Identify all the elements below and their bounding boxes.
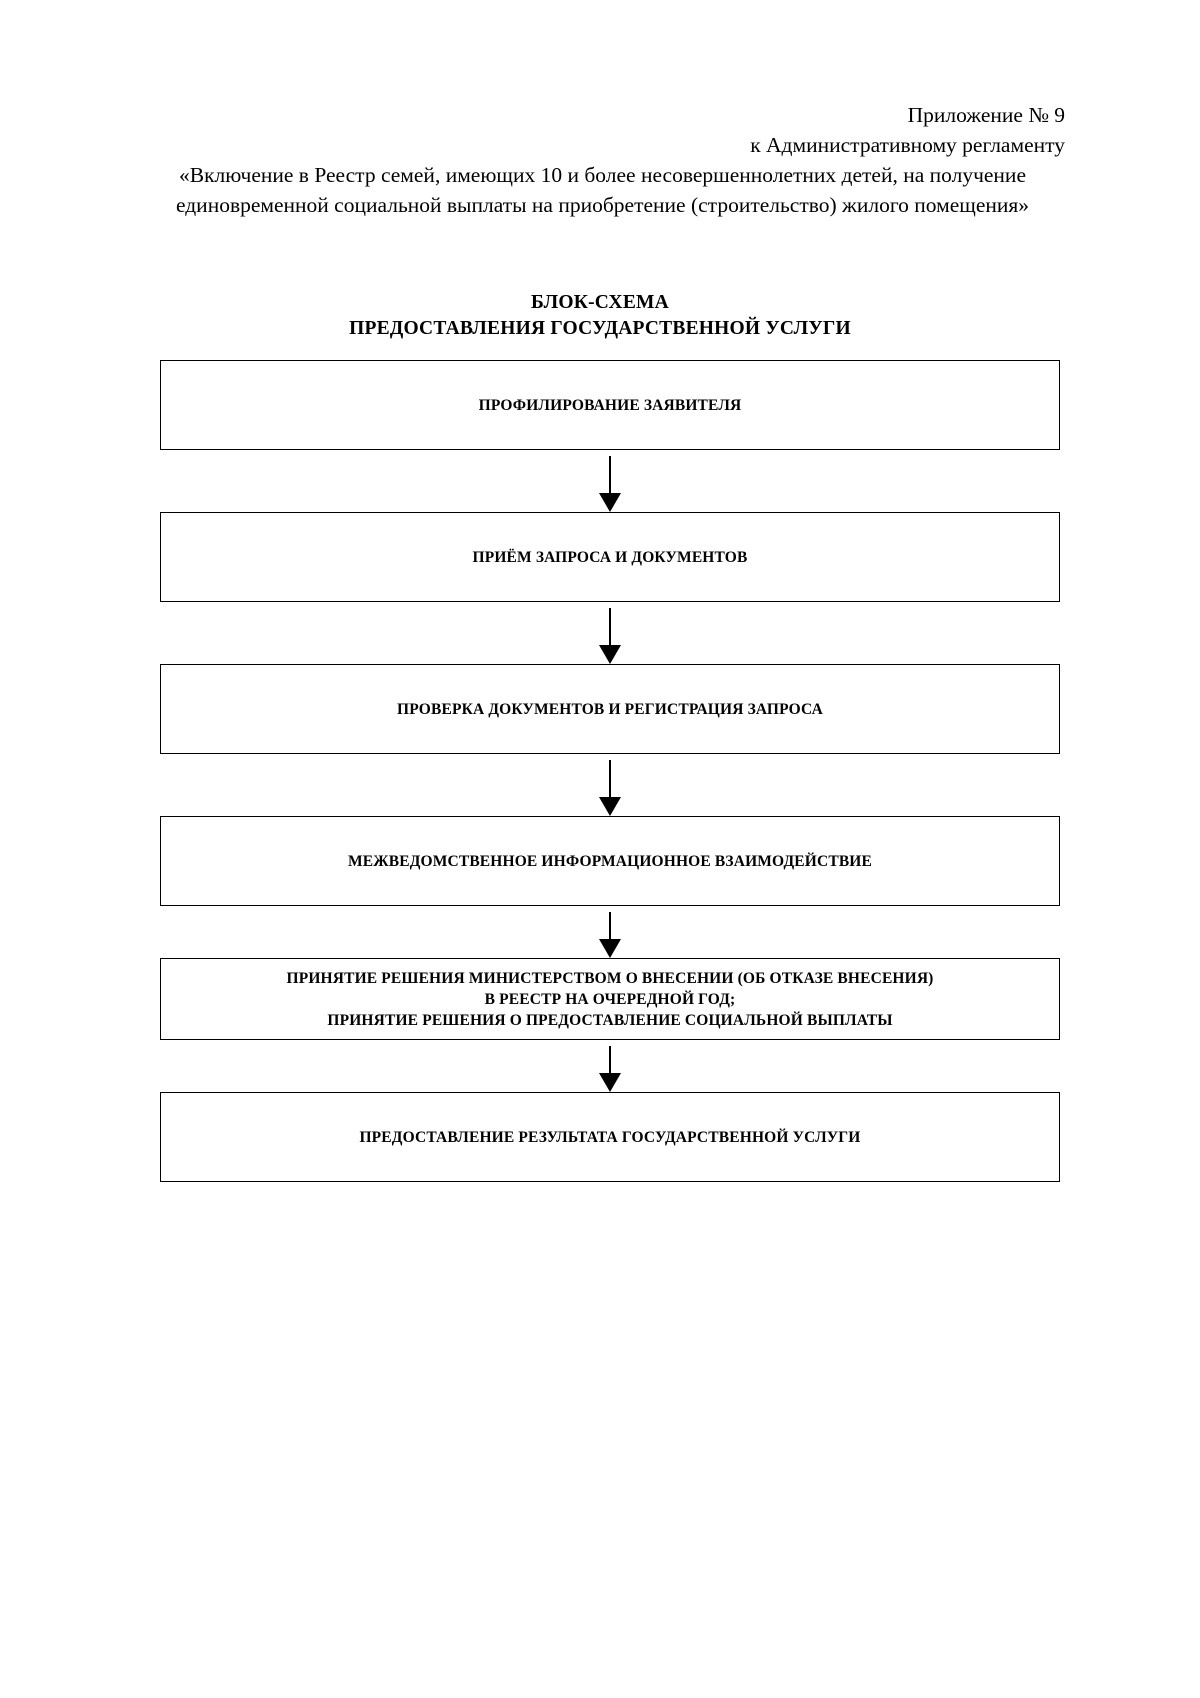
flow-node-line: ПРЕДОСТАВЛЕНИЕ РЕЗУЛЬТАТА ГОСУДАРСТВЕННО… <box>359 1128 861 1146</box>
arrow-down-icon <box>599 1073 621 1092</box>
document-header: Приложение № 9 к Административному регла… <box>140 100 1065 220</box>
arrow-down-icon <box>599 493 621 512</box>
appendix-number: Приложение № 9 <box>907 103 1065 127</box>
flow-node-intake: ПРИЁМ ЗАПРОСА И ДОКУМЕНТОВ <box>160 512 1060 602</box>
flow-node-line: ПРИЁМ ЗАПРОСА И ДОКУМЕНТОВ <box>472 548 748 566</box>
arrow-down-icon <box>599 939 621 958</box>
flowchart: ПРОФИЛИРОВАНИЕ ЗАЯВИТЕЛЯ ПРИЁМ ЗАПРОСА И… <box>160 360 1060 1182</box>
arrow-shaft <box>608 608 612 647</box>
arrow-shaft <box>608 912 612 941</box>
regulation-reference: к Административному регламенту <box>750 133 1065 157</box>
flow-node-line: ПРИНЯТИЕ РЕШЕНИЯ МИНИСТЕРСТВОМ О ВНЕСЕНИ… <box>286 969 934 987</box>
flow-node-interagency: МЕЖВЕДОМСТВЕННОЕ ИНФОРМАЦИОННОЕ ВЗАИМОДЕ… <box>160 816 1060 906</box>
flow-node-result: ПРЕДОСТАВЛЕНИЕ РЕЗУЛЬТАТА ГОСУДАРСТВЕННО… <box>160 1092 1060 1182</box>
flow-node-label: ПРЕДОСТАВЛЕНИЕ РЕЗУЛЬТАТА ГОСУДАРСТВЕННО… <box>175 1127 1045 1148</box>
flow-node-label: МЕЖВЕДОМСТВЕННОЕ ИНФОРМАЦИОННОЕ ВЗАИМОДЕ… <box>175 851 1045 872</box>
flow-node-label: ПРОВЕРКА ДОКУМЕНТОВ И РЕГИСТРАЦИЯ ЗАПРОС… <box>175 699 1045 720</box>
flow-node-label: ПРОФИЛИРОВАНИЕ ЗАЯВИТЕЛЯ <box>175 395 1045 416</box>
arrow-shaft <box>608 1046 612 1075</box>
flow-node-label: ПРИЁМ ЗАПРОСА И ДОКУМЕНТОВ <box>175 547 1045 568</box>
flow-arrow-2-to-3 <box>160 602 1060 664</box>
page-title-line-1: БЛОК-СХЕМА <box>531 292 669 313</box>
flow-node-profiling: ПРОФИЛИРОВАНИЕ ЗАЯВИТЕЛЯ <box>160 360 1060 450</box>
arrow-shaft <box>608 456 612 495</box>
page-title: БЛОК-СХЕМА ПРЕДОСТАВЛЕНИЯ ГОСУДАРСТВЕННО… <box>0 290 1200 342</box>
flow-arrow-1-to-2 <box>160 450 1060 512</box>
flow-node-verification: ПРОВЕРКА ДОКУМЕНТОВ И РЕГИСТРАЦИЯ ЗАПРОС… <box>160 664 1060 754</box>
flow-node-decision: ПРИНЯТИЕ РЕШЕНИЯ МИНИСТЕРСТВОМ О ВНЕСЕНИ… <box>160 958 1060 1040</box>
flow-arrow-3-to-4 <box>160 754 1060 816</box>
flow-node-label: ПРИНЯТИЕ РЕШЕНИЯ МИНИСТЕРСТВОМ О ВНЕСЕНИ… <box>175 968 1045 1031</box>
flow-arrow-4-to-5 <box>160 906 1060 958</box>
page-title-line-2: ПРЕДОСТАВЛЕНИЯ ГОСУДАРСТВЕННОЙ УСЛУГИ <box>349 318 851 339</box>
arrow-down-icon <box>599 645 621 664</box>
flow-node-line: В РЕЕСТР НА ОЧЕРЕДНОЙ ГОД; <box>484 990 736 1008</box>
flow-node-line: ПРОВЕРКА ДОКУМЕНТОВ И РЕГИСТРАЦИЯ ЗАПРОС… <box>397 700 823 718</box>
arrow-down-icon <box>599 797 621 816</box>
arrow-shaft <box>608 760 612 799</box>
flow-node-line: ПРИНЯТИЕ РЕШЕНИЯ О ПРЕДОСТАВЛЕНИЕ СОЦИАЛ… <box>327 1011 893 1029</box>
flow-node-line: ПРОФИЛИРОВАНИЕ ЗАЯВИТЕЛЯ <box>478 396 742 414</box>
flow-arrow-5-to-6 <box>160 1040 1060 1092</box>
regulation-title-line-2: единовременной социальной выплаты на при… <box>175 193 1030 217</box>
regulation-title-line-1: «Включение в Реестр семей, имеющих 10 и … <box>179 163 1026 187</box>
flow-node-line: МЕЖВЕДОМСТВЕННОЕ ИНФОРМАЦИОННОЕ ВЗАИМОДЕ… <box>347 852 873 870</box>
